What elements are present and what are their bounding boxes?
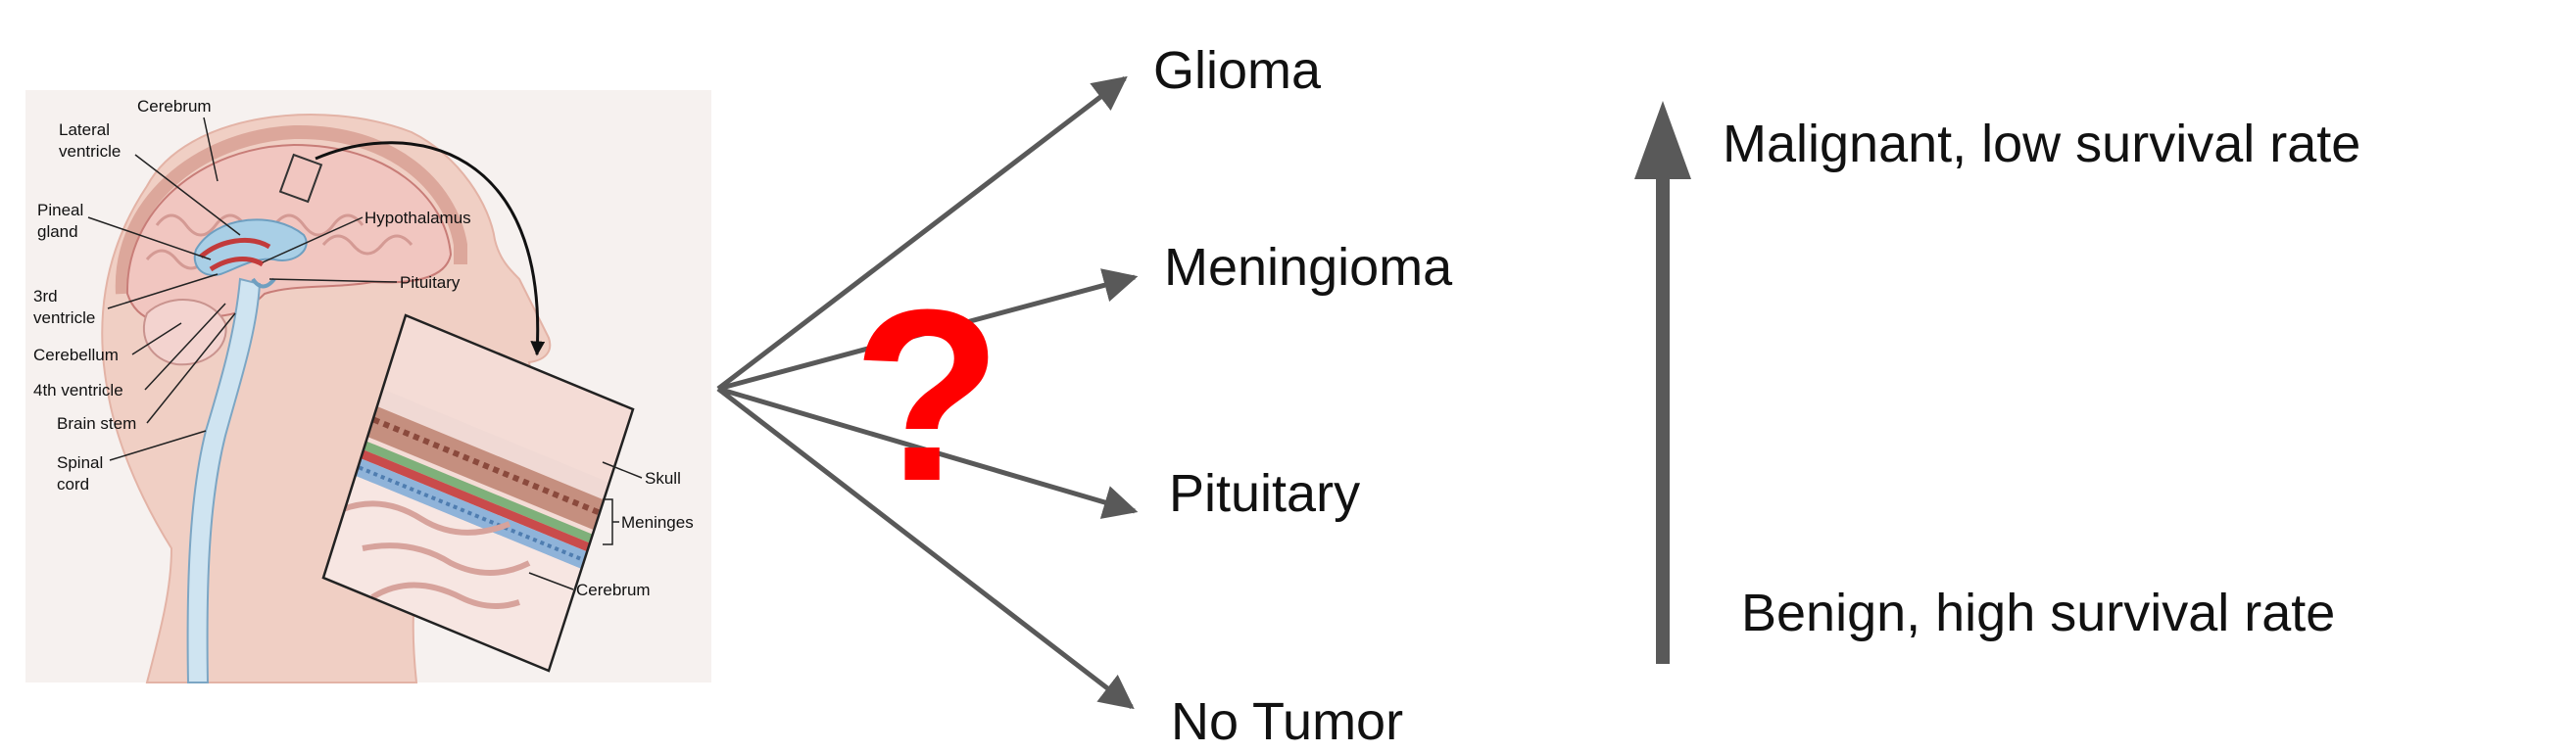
anatomy-labels: Cerebrum Lateral ventricle Pineal gland … [33, 97, 694, 599]
skull-outline [115, 124, 467, 295]
class-label-meningioma: Meningioma [1164, 238, 1453, 297]
pituitary-shape [251, 277, 276, 289]
label-skull: Skull [645, 469, 681, 488]
label-cerebrum-top: Cerebrum [137, 97, 212, 116]
label-meninges: Meninges [621, 513, 694, 532]
arrow-to-meningioma [717, 268, 1139, 392]
spinal-cord [186, 277, 262, 683]
callout-arrow [315, 141, 546, 356]
severity-arrow-head [1634, 101, 1691, 179]
label-lateral-ventricle-2: ventricle [59, 142, 121, 161]
label-lateral-ventricle-1: Lateral [59, 120, 110, 139]
label-third-ventricle-1: 3rd [33, 287, 58, 306]
label-brain-stem: Brain stem [57, 414, 136, 433]
arrow-to-glioma [716, 75, 1128, 391]
anatomy-illustration: Cerebrum Lateral ventricle Pineal gland … [25, 90, 711, 683]
class-label-no-tumor: No Tumor [1171, 692, 1403, 751]
label-pituitary-anatomy: Pituitary [400, 273, 461, 292]
label-pineal-gland-2: gland [37, 222, 78, 241]
cerebellum-shape [142, 299, 227, 366]
label-third-ventricle-2: ventricle [33, 308, 95, 327]
callout-box [278, 153, 323, 204]
class-label-pituitary: Pituitary [1169, 464, 1360, 523]
leader-lines [87, 117, 643, 590]
severity-scale: Malignant, low survival rate Benign, hig… [1634, 101, 2360, 664]
label-hypothalamus: Hypothalamus [365, 209, 471, 227]
arrow-to-pituitary [717, 386, 1139, 519]
label-spinal-cord-1: Spinal [57, 453, 103, 472]
classification-arrows [716, 75, 1139, 710]
question-mark: ? [852, 259, 1002, 532]
scale-label-top: Malignant, low survival rate [1723, 115, 2360, 173]
label-pineal-gland-1: Pineal [37, 201, 83, 219]
label-cerebrum-inset: Cerebrum [576, 581, 651, 599]
label-spinal-cord-2: cord [57, 475, 89, 494]
class-label-glioma: Glioma [1153, 41, 1322, 100]
label-fourth-ventricle: 4th ventricle [33, 381, 123, 400]
label-cerebellum: Cerebellum [33, 346, 119, 364]
class-labels: Glioma Meningioma Pituitary No Tumor [1153, 41, 1453, 751]
scale-label-bottom: Benign, high survival rate [1741, 584, 2335, 642]
arrow-to-no-tumor [716, 387, 1135, 710]
red-structures [199, 237, 271, 272]
